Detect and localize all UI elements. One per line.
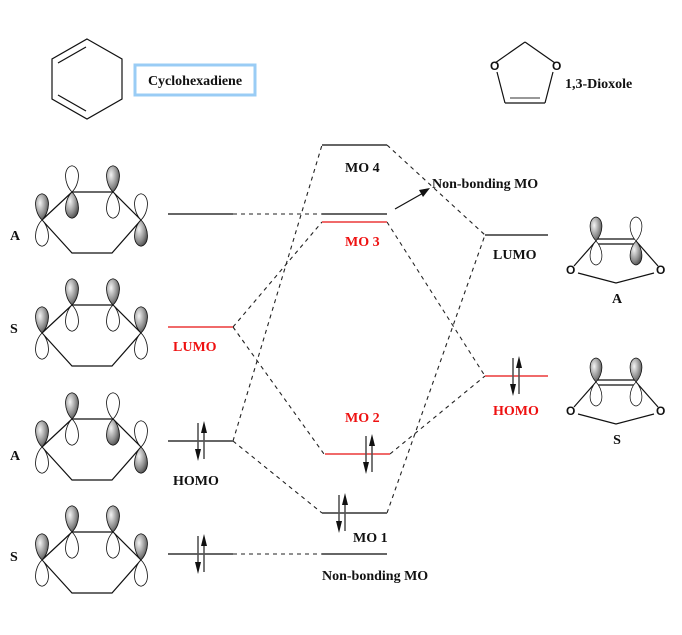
p-orbital [589, 357, 603, 407]
electron-pair-icon [510, 356, 522, 396]
electron-pairs [195, 356, 522, 574]
mo2-label: MO 2 [345, 411, 380, 426]
oxygen-atom: O [656, 263, 665, 277]
correlation-line [386, 221, 486, 377]
correlation-line [232, 326, 325, 455]
oxygen-atom: O [490, 59, 499, 73]
correlation-line [232, 440, 323, 514]
nonbonding-top-label: Non-bonding MO [432, 177, 538, 192]
p-orbital [134, 306, 148, 360]
symmetry-label: S [10, 550, 18, 565]
oxygen-atom: O [566, 404, 575, 418]
mo3-label: MO 3 [345, 235, 380, 250]
cyclohexadiene-label: Cyclohexadiene [148, 74, 242, 89]
p-orbital [134, 420, 148, 474]
electron-pair-icon [336, 493, 348, 533]
correlation-lines [232, 144, 486, 555]
correlation-line [386, 234, 486, 514]
cyclohexadiene-orbital-pictures [35, 165, 148, 594]
p-orbital [629, 357, 643, 407]
dioxole-label: 1,3-Dioxole [565, 77, 632, 92]
electron-pair-icon [195, 421, 207, 461]
cyclohexadiene-label-box [133, 63, 257, 97]
correlation-line [232, 144, 323, 442]
cyclohexadiene-orbital [35, 392, 148, 481]
correlation-line [389, 375, 486, 455]
symmetry-label: A [10, 449, 21, 464]
nonbonding-bottom-label: Non-bonding MO [322, 569, 428, 584]
p-orbital [35, 193, 49, 247]
cyclohexadiene-orbital [35, 165, 148, 254]
correlation-line [386, 144, 486, 236]
p-orbital [35, 533, 49, 587]
electron-pair-icon [363, 434, 375, 474]
cyclohexadiene-orbital [35, 278, 148, 367]
symmetry-label: A [10, 229, 21, 244]
oxygen-atom: O [656, 404, 665, 418]
arrow-head-icon [419, 188, 430, 197]
oxygen-atom: O [566, 263, 575, 277]
left-lumo-label: LUMO [173, 340, 217, 355]
arrow-line [394, 191, 426, 210]
p-orbital [35, 306, 49, 360]
right-homo-label: HOMO [493, 404, 539, 419]
symmetry-label: S [613, 433, 621, 448]
mo4-label: MO 4 [345, 161, 380, 176]
symmetry-label: A [612, 292, 623, 307]
dioxole-structure: O O [490, 41, 561, 104]
correlation-line [232, 221, 323, 328]
mo1-label: MO 1 [353, 531, 388, 546]
right-lumo-label: LUMO [493, 248, 537, 263]
p-orbital [589, 216, 603, 266]
cyclohexadiene-structure [51, 38, 123, 120]
cyclohexadiene-orbital [35, 505, 148, 594]
p-orbital [629, 216, 643, 266]
electron-pair-icon [195, 534, 207, 574]
symmetry-label: S [10, 322, 18, 337]
p-orbital [35, 420, 49, 474]
p-orbital [134, 533, 148, 587]
left-homo-label: HOMO [173, 474, 219, 489]
oxygen-atom: O [552, 59, 561, 73]
p-orbital [134, 193, 148, 247]
